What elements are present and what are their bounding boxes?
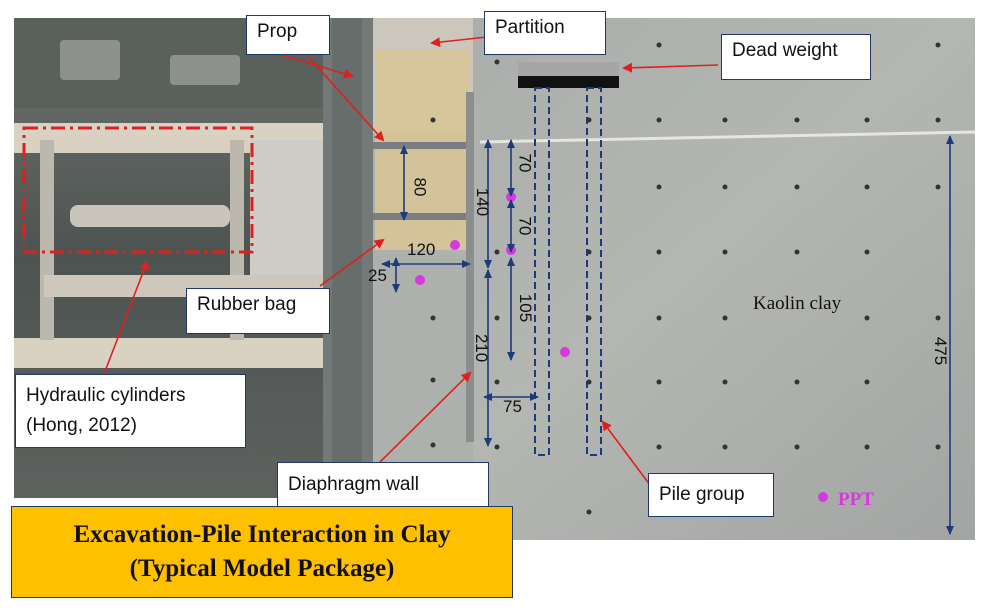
hydraulic-dashdot-box: [22, 126, 254, 254]
dim-80: 80: [410, 177, 430, 197]
partition-callout: Partition: [484, 11, 606, 55]
kaolin-clay-label: Kaolin clay: [753, 293, 842, 314]
hydraulic-rod: [14, 338, 334, 368]
hydraulic-cylinders-callout: Hydraulic cylinders (Hong, 2012): [15, 374, 246, 448]
dead-weight-callout: Dead weight: [721, 34, 871, 80]
dimension-lines: [381, 135, 954, 535]
prop-callout: Prop: [246, 15, 330, 55]
dim-70-upper: 70: [515, 153, 535, 173]
dim-105: 105: [516, 293, 536, 323]
ppt-label: PPT: [838, 489, 874, 510]
prop-bar: [373, 213, 470, 220]
pile-front: [534, 87, 550, 456]
dim-475: 475: [931, 336, 951, 366]
callout-arrows: [103, 36, 719, 486]
pile-back: [586, 87, 602, 456]
title-box: Excavation-Pile Interaction in Clay (Typ…: [11, 506, 513, 598]
title-line1: Excavation-Pile Interaction in Clay: [73, 521, 451, 548]
dim-25: 25: [368, 266, 387, 285]
title-line2: (Typical Model Package): [129, 555, 395, 582]
dim-75: 75: [503, 397, 522, 416]
diaphragm-wall-callout: Diaphragm wall: [277, 462, 489, 508]
grid-dots: [430, 42, 941, 515]
prop-bar: [373, 142, 470, 149]
dim-210: 210: [472, 333, 492, 363]
dim-140: 140: [473, 187, 493, 217]
hydraulic-callout-line2: (Hong, 2012): [26, 415, 137, 436]
hydraulic-callout-line1: Hydraulic cylinders: [26, 385, 186, 406]
rubber-bag-callout: Rubber bag: [186, 288, 330, 334]
diaphragm-wall-strip: [466, 92, 474, 442]
dim-120: 120: [407, 240, 436, 259]
dim-70-lower: 70: [515, 216, 535, 236]
ppt-legend-dot: [818, 492, 828, 502]
dead-weight-base: [518, 76, 619, 88]
pile-group-callout: Pile group: [648, 473, 774, 517]
dead-weight-plate: [518, 62, 619, 76]
